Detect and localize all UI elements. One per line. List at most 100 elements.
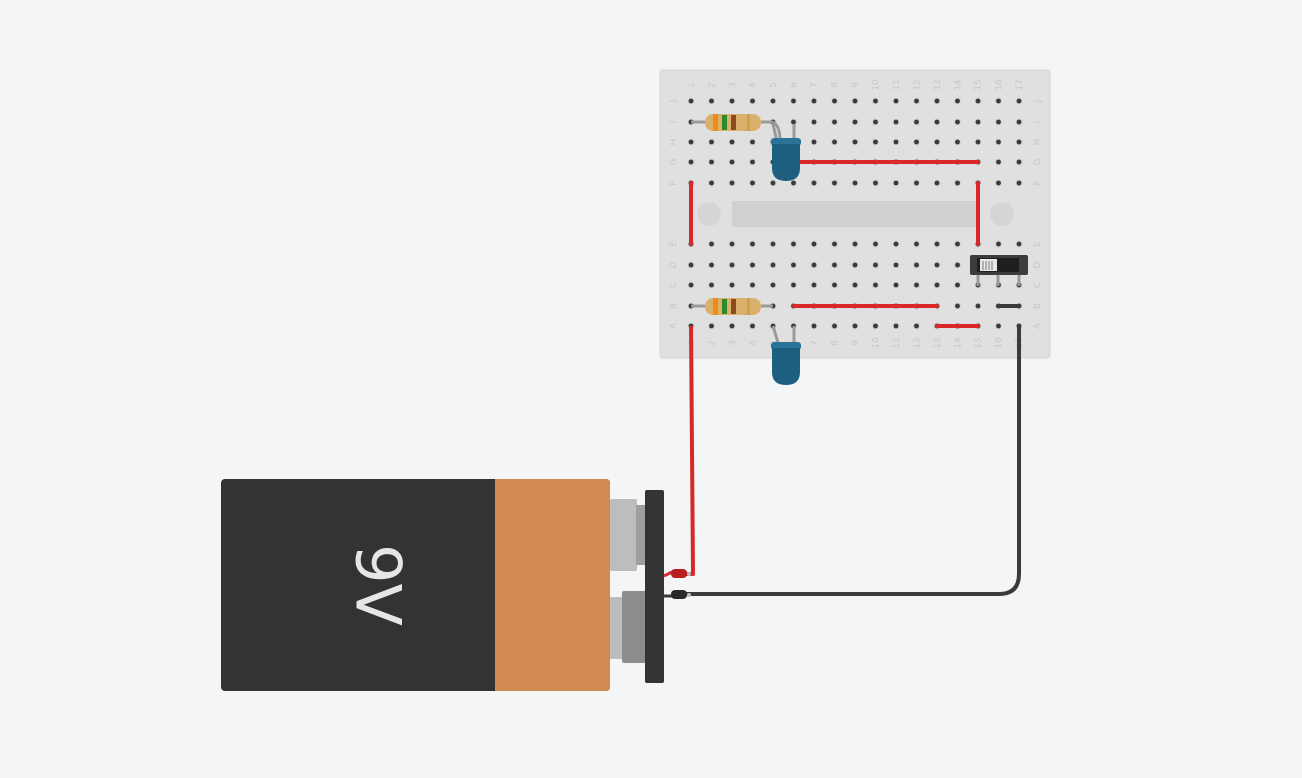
breadboard-hole[interactable] [873,119,878,125]
breadboard-hole[interactable] [750,282,755,288]
breadboard-hole[interactable] [955,303,960,309]
breadboard-hole[interactable] [832,323,837,329]
breadboard-hole[interactable] [893,139,899,145]
breadboard-hole[interactable] [873,241,878,247]
wire-battery-positive[interactable] [676,325,695,576]
breadboard-hole[interactable] [729,262,735,268]
breadboard-hole[interactable] [791,282,796,288]
breadboard-hole[interactable] [688,159,694,165]
breadboard-hole[interactable] [873,98,878,104]
breadboard-hole[interactable] [975,303,981,309]
breadboard-hole[interactable] [709,180,714,186]
breadboard-hole[interactable] [852,119,858,125]
breadboard-hole[interactable] [811,180,817,186]
breadboard-hole[interactable] [893,180,899,186]
slide-switch[interactable] [970,255,1028,286]
breadboard-hole[interactable] [770,180,776,186]
led-1[interactable] [771,123,801,181]
breadboard-hole[interactable] [852,262,858,268]
breadboard-hole[interactable] [852,323,858,329]
breadboard-hole[interactable] [729,241,735,247]
resistor-2[interactable] [691,298,773,315]
breadboard-hole[interactable] [791,98,796,104]
breadboard-hole[interactable] [893,119,899,125]
battery-lead-negative[interactable] [671,590,687,599]
breadboard-hole[interactable] [688,139,694,145]
breadboard-hole[interactable] [893,241,899,247]
breadboard-hole[interactable] [750,98,755,104]
breadboard-hole[interactable] [729,98,735,104]
breadboard-hole[interactable] [709,262,714,268]
breadboard-hole[interactable] [955,119,960,125]
breadboard-hole[interactable] [1016,180,1022,186]
breadboard-hole[interactable] [914,139,919,145]
breadboard-hole[interactable] [770,98,776,104]
breadboard-hole[interactable] [832,282,837,288]
breadboard-hole[interactable] [1016,98,1022,104]
breadboard-hole[interactable] [832,98,837,104]
breadboard-hole[interactable] [914,98,919,104]
breadboard-hole[interactable] [975,98,981,104]
breadboard-hole[interactable] [832,262,837,268]
breadboard-hole[interactable] [770,282,776,288]
breadboard-hole[interactable] [893,262,899,268]
breadboard-hole[interactable] [934,180,940,186]
breadboard-hole[interactable] [914,262,919,268]
breadboard-hole[interactable] [811,119,817,125]
breadboard-hole[interactable] [934,282,940,288]
breadboard-hole[interactable] [852,139,858,145]
breadboard-hole[interactable] [996,119,1001,125]
breadboard-hole[interactable] [709,98,714,104]
breadboard-hole[interactable] [934,98,940,104]
breadboard-hole[interactable] [811,262,817,268]
breadboard-hole[interactable] [934,139,940,145]
wire-battery-negative[interactable] [678,326,1021,596]
breadboard-hole[interactable] [750,323,755,329]
breadboard-hole[interactable] [1016,139,1022,145]
breadboard-hole[interactable] [791,262,796,268]
breadboard-hole[interactable] [750,139,755,145]
breadboard-hole[interactable] [1016,159,1022,165]
breadboard-hole[interactable] [996,323,1001,329]
breadboard-hole[interactable] [1016,119,1022,125]
breadboard-hole[interactable] [914,323,919,329]
breadboard-hole[interactable] [832,241,837,247]
breadboard-hole[interactable] [934,262,940,268]
led-2[interactable] [771,325,801,385]
breadboard-hole[interactable] [873,139,878,145]
breadboard-hole[interactable] [729,180,735,186]
breadboard-hole[interactable] [852,98,858,104]
breadboard-hole[interactable] [996,180,1001,186]
breadboard-hole[interactable] [852,282,858,288]
breadboard-hole[interactable] [955,282,960,288]
breadboard-hole[interactable] [934,241,940,247]
breadboard-hole[interactable] [996,98,1001,104]
breadboard-hole[interactable] [893,323,899,329]
breadboard-hole[interactable] [852,241,858,247]
battery-lead-positive[interactable] [671,569,687,578]
breadboard-hole[interactable] [893,282,899,288]
breadboard-hole[interactable] [811,241,817,247]
breadboard-hole[interactable] [791,119,796,125]
breadboard-hole[interactable] [975,139,981,145]
breadboard-hole[interactable] [688,282,694,288]
breadboard-hole[interactable] [1016,241,1022,247]
breadboard-hole[interactable] [975,119,981,125]
breadboard-hole[interactable] [688,98,694,104]
breadboard-hole[interactable] [791,241,796,247]
breadboard-hole[interactable] [811,98,817,104]
breadboard-hole[interactable] [852,180,858,186]
breadboard-hole[interactable] [832,139,837,145]
battery-9v[interactable]: 9V [221,479,691,691]
breadboard-hole[interactable] [914,180,919,186]
breadboard-hole[interactable] [750,159,755,165]
breadboard-hole[interactable] [832,119,837,125]
breadboard-hole[interactable] [770,262,776,268]
breadboard-hole[interactable] [934,119,940,125]
breadboard-hole[interactable] [709,323,714,329]
breadboard-hole[interactable] [811,139,817,145]
breadboard-hole[interactable] [729,323,735,329]
breadboard-hole[interactable] [893,98,899,104]
breadboard-hole[interactable] [750,180,755,186]
breadboard-hole[interactable] [955,262,960,268]
